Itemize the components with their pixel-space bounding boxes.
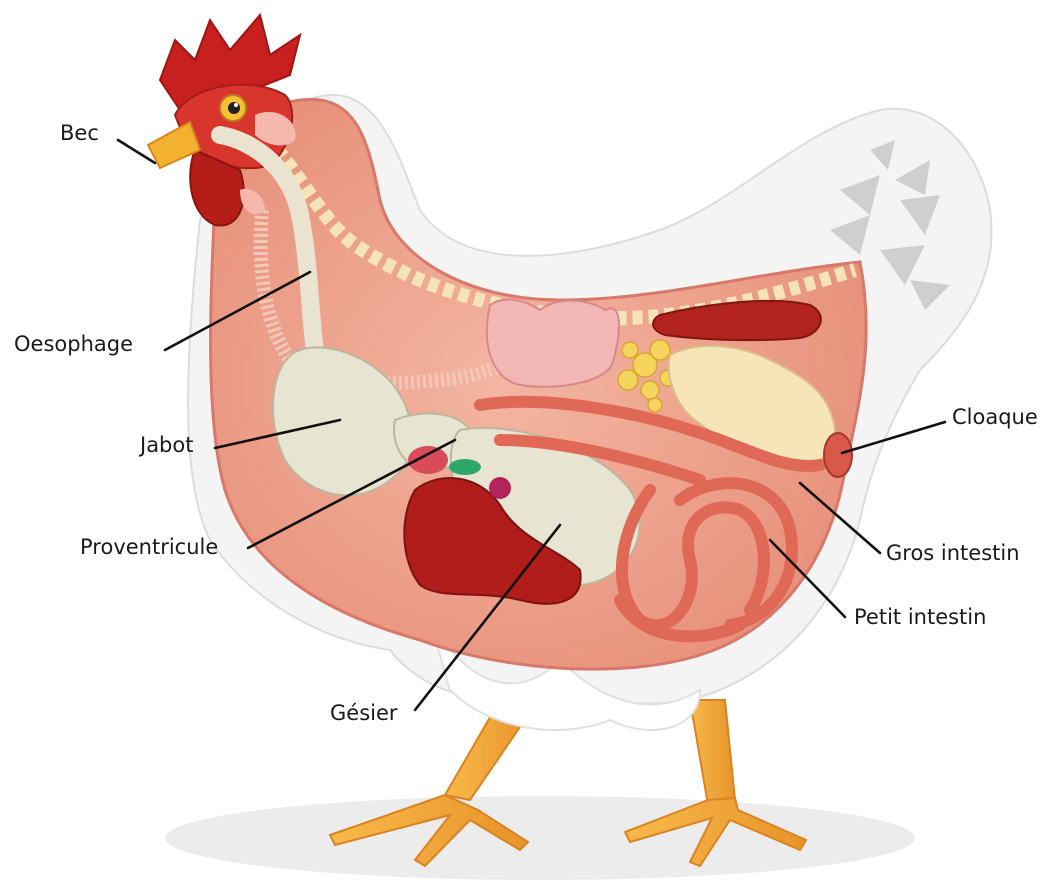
gallbladder <box>489 477 511 499</box>
label-cloaque: Cloaque <box>952 405 1038 429</box>
label-oesophage: Oesophage <box>14 332 133 356</box>
label-bec: Bec <box>60 121 99 145</box>
label-gros-intestin: Gros intestin <box>886 541 1020 565</box>
label-petit-intestin: Petit intestin <box>854 605 986 629</box>
label-jabot: Jabot <box>138 433 193 457</box>
cloaca <box>824 433 852 477</box>
label-proventricule: Proventricule <box>80 535 218 559</box>
lungs <box>487 300 619 387</box>
label-gesier: Gésier <box>330 701 398 725</box>
spleen <box>449 459 481 475</box>
